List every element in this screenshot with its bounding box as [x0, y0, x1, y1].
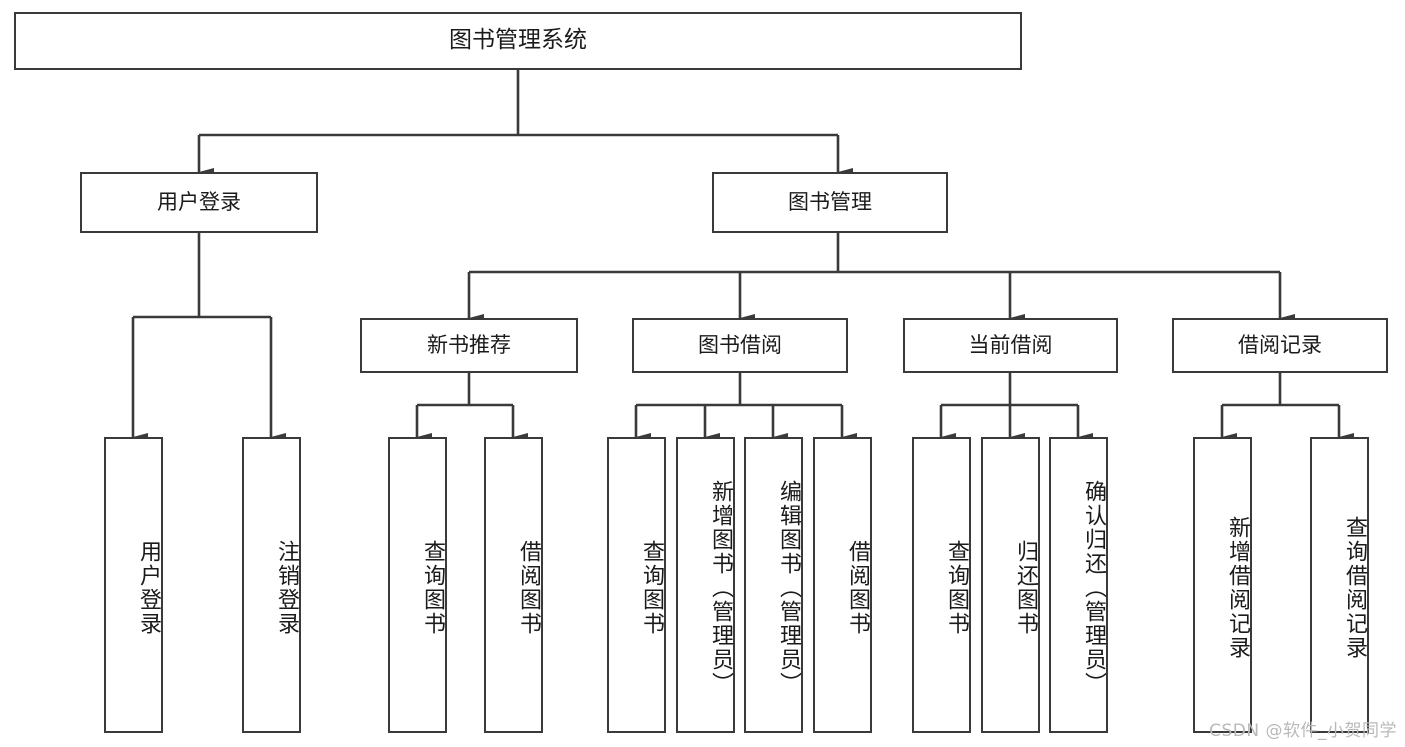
leaf-add-book-admin[interactable]: 新增图书（管理员） — [676, 437, 735, 733]
leaf-logout[interactable]: 注销登录 — [242, 437, 301, 733]
leaf-query-book-borrow[interactable]: 查询图书 — [607, 437, 666, 733]
node-borrow-record[interactable]: 借阅记录 — [1172, 318, 1388, 373]
csdn-watermark: CSDN @软件_小贺同学 — [1209, 721, 1397, 741]
node-user-login[interactable]: 用户登录 — [80, 172, 318, 233]
node-root-book-management-system[interactable]: 图书管理系统 — [14, 12, 1022, 70]
leaf-edit-book-admin[interactable]: 编辑图书（管理员） — [744, 437, 803, 733]
leaf-user-login[interactable]: 用户登录 — [104, 437, 163, 733]
leaf-return-book[interactable]: 归还图书 — [981, 437, 1040, 733]
leaf-query-borrow-record[interactable]: 查询借阅记录 — [1310, 437, 1369, 733]
leaf-confirm-return-admin[interactable]: 确认归还（管理员） — [1049, 437, 1108, 733]
node-book-management[interactable]: 图书管理 — [712, 172, 948, 233]
leaf-query-book-current[interactable]: 查询图书 — [912, 437, 971, 733]
leaf-add-borrow-record[interactable]: 新增借阅记录 — [1193, 437, 1252, 733]
leaf-query-book-recommend[interactable]: 查询图书 — [388, 437, 447, 733]
node-book-borrow[interactable]: 图书借阅 — [632, 318, 848, 373]
node-current-borrow[interactable]: 当前借阅 — [903, 318, 1118, 373]
leaf-borrow-book-recommend[interactable]: 借阅图书 — [484, 437, 543, 733]
node-new-book-recommend[interactable]: 新书推荐 — [360, 318, 578, 373]
leaf-borrow-book[interactable]: 借阅图书 — [813, 437, 872, 733]
